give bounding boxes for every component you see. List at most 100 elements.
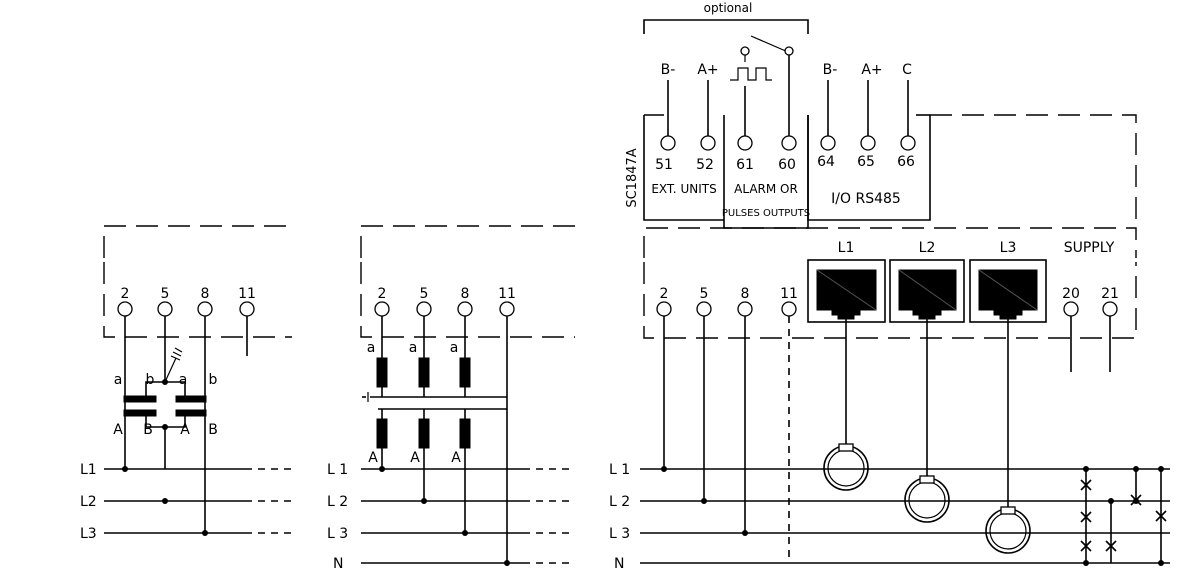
ct-secondary — [418, 357, 430, 388]
pin-label: C — [902, 62, 912, 78]
line-label: N — [333, 556, 343, 571]
io-label: I/O RS485 — [831, 191, 901, 207]
pin-label: A+ — [697, 62, 718, 78]
terminal-label: 8 — [741, 286, 750, 302]
terminal-20 — [1063, 301, 1079, 317]
terminal-11 — [239, 301, 255, 317]
ct-primary — [459, 418, 471, 449]
ct-label: B — [208, 422, 218, 438]
pin-label: A+ — [861, 62, 882, 78]
terminal-51 — [660, 135, 676, 151]
terminal-label: 5 — [700, 286, 709, 302]
terminal-60 — [781, 135, 797, 151]
terminal-label: 11 — [498, 286, 516, 302]
ct-primary-bar — [123, 409, 157, 417]
line-label: N — [614, 556, 624, 571]
terminal-label: 61 — [736, 157, 754, 173]
ct-label: a — [114, 372, 123, 388]
terminal-label: 20 — [1062, 286, 1080, 302]
ct-connector-l2 — [889, 259, 965, 323]
line-label: L 2 — [609, 494, 630, 510]
terminal-8 — [457, 301, 473, 317]
supply-label: SUPPLY — [1064, 240, 1115, 256]
ct-label: a — [409, 340, 418, 356]
pin-label: B- — [823, 62, 838, 78]
ct-secondary-bar — [123, 395, 157, 403]
diagram-3: 2 5 8 11 L1 L2 L3 — [609, 227, 1170, 571]
terminal-label: 2 — [378, 286, 387, 302]
line-label: L 3 — [609, 526, 630, 542]
ct-label: A — [410, 450, 420, 466]
terminal-label: 8 — [201, 286, 210, 302]
terminal-label: 64 — [817, 154, 835, 170]
ext-units-box — [643, 115, 724, 221]
terminal-8 — [737, 301, 753, 317]
ct-connector-l3 — [969, 259, 1047, 323]
ct-input-label: L2 — [919, 240, 936, 256]
terminal-5 — [696, 301, 712, 317]
terminal-2 — [117, 301, 133, 317]
line-label: L1 — [80, 462, 97, 478]
terminal-label: 51 — [655, 157, 673, 173]
terminal-52 — [700, 135, 716, 151]
terminal-64 — [820, 135, 836, 151]
optional-bracket — [643, 19, 809, 34]
terminal-label: 11 — [238, 286, 256, 302]
ct-input-label: L1 — [838, 240, 855, 256]
terminal-label: 66 — [897, 154, 915, 170]
model-code: SC1847A — [625, 148, 640, 207]
line-label: L3 — [80, 526, 97, 542]
ct-primary-bar — [175, 409, 207, 417]
terminal-label: 11 — [780, 286, 798, 302]
terminal-label: 8 — [461, 286, 470, 302]
terminal-2 — [374, 301, 390, 317]
terminal-21 — [1102, 301, 1118, 317]
terminal-label: 21 — [1101, 286, 1119, 302]
line-label: L2 — [80, 494, 97, 510]
switch-contact-icon — [740, 46, 750, 56]
terminal-2 — [656, 301, 672, 317]
ct-primary — [376, 418, 388, 449]
line-label: L 3 — [327, 526, 348, 542]
optional-label: optional — [704, 1, 753, 15]
ct-label: A — [180, 422, 190, 438]
ct-connector-l1 — [807, 259, 886, 323]
terminal-11 — [499, 301, 515, 317]
meter-outline-bottom — [103, 262, 292, 338]
cross-marks — [1080, 479, 1167, 552]
ct-secondary — [376, 357, 388, 388]
ct-label: b — [209, 372, 218, 388]
ct-label: A — [113, 422, 123, 438]
ct-label: A — [451, 450, 461, 466]
meter-outline-top — [103, 225, 292, 258]
terminal-11 — [781, 301, 797, 317]
ct-label: a — [450, 340, 459, 356]
ct-label: a — [179, 372, 188, 388]
meter-outline-top — [643, 227, 1137, 258]
meter-outline-top — [360, 225, 575, 258]
terminal-label: 2 — [660, 286, 669, 302]
ct-secondary-bar — [175, 395, 207, 403]
alarm-label: ALARM OR — [734, 182, 798, 196]
switch-blade-icon — [750, 35, 789, 53]
terminal-label: 5 — [161, 286, 170, 302]
terminal-label: 60 — [778, 157, 796, 173]
ct-label: B — [143, 422, 153, 438]
ct-primary — [418, 418, 430, 449]
terminal-label: 52 — [696, 157, 714, 173]
ct-label: b — [146, 372, 155, 388]
line-label: L 2 — [327, 494, 348, 510]
ct-label: A — [368, 450, 378, 466]
terminal-label: 2 — [121, 286, 130, 302]
diagram-2: 2 5 8 11 a a a A — [327, 225, 575, 571]
alarm-label-2: PULSES OUTPUTS — [722, 208, 810, 219]
pulse-icon — [730, 67, 772, 81]
rs485-box — [807, 115, 931, 221]
terminal-5 — [157, 301, 173, 317]
ext-units-label: EXT. UNITS — [651, 182, 716, 196]
clamp-ct-l1 — [823, 443, 869, 491]
terminal-66 — [900, 135, 916, 151]
ct-label: a — [367, 340, 376, 356]
pin-label: B- — [661, 62, 676, 78]
